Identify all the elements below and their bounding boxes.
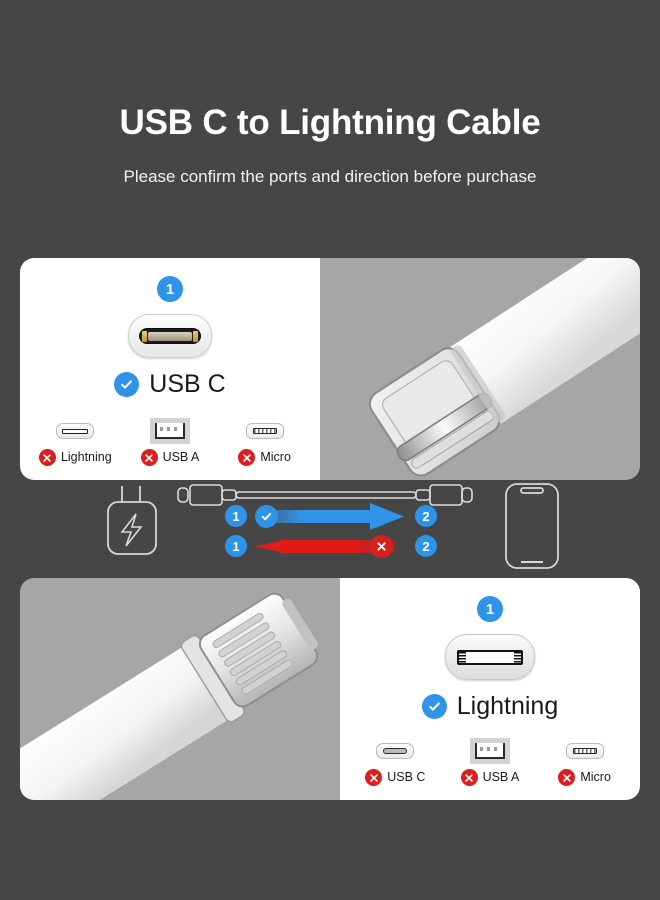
usb-c-correct-row: USB C	[114, 370, 226, 398]
check-icon	[114, 372, 140, 397]
row2-left-badge: 1	[225, 535, 247, 557]
wrong-port-item: Micro	[218, 418, 312, 466]
wrong-port-item: USB A	[123, 418, 217, 466]
usb-c-wrong-ports: Lightning USB A Micro	[28, 418, 312, 466]
direction-diagram: 1 2 1 2	[0, 480, 660, 578]
row1-left-badge: 1	[225, 505, 247, 527]
lightning-port-icon	[56, 423, 95, 439]
header: USB C to Lightning Cable Please confirm …	[0, 0, 660, 187]
lightning-correct-row: Lightning	[421, 692, 559, 720]
usb-c-port-icon	[376, 743, 415, 759]
lightning-port-stack: 1 Lightning	[340, 596, 640, 719]
page-title: USB C to Lightning Cable	[119, 103, 541, 142]
check-icon	[255, 505, 278, 528]
usb-c-port-stack: 1 USB C	[20, 276, 320, 397]
x-icon	[238, 449, 256, 466]
wrong-port-label: Lightning	[60, 450, 112, 465]
micro-usb-port-icon	[245, 423, 284, 439]
wrong-port-item: USB C	[348, 738, 442, 786]
wrong-port-label: USB A	[162, 450, 200, 465]
x-icon	[558, 769, 576, 786]
arrow-forward-correct	[258, 503, 404, 530]
lightning-label: Lightning	[456, 692, 559, 720]
lightning-port-icon	[445, 634, 535, 680]
panel-lightning: 1 Lightning	[20, 578, 640, 800]
lightning-wrong-ports: USB C USB A Micro	[348, 738, 632, 786]
x-icon	[140, 449, 158, 466]
wrong-port-label: Micro	[260, 450, 291, 465]
wrong-port-label: USB C	[387, 770, 426, 785]
smartphone-icon	[505, 483, 559, 569]
usb-a-port-icon	[149, 418, 190, 444]
step-badge-bottom: 1	[477, 596, 503, 622]
step-badge-top: 1	[157, 276, 183, 302]
row1-right-badge: 2	[415, 505, 437, 527]
lightning-connector-photo	[20, 578, 340, 800]
row2-right-badge: 2	[415, 535, 437, 557]
usb-c-label: USB C	[149, 370, 226, 398]
usb-c-to-lightning-cable-icon	[177, 484, 473, 506]
wrong-port-label: USB A	[482, 770, 520, 785]
x-icon	[38, 449, 56, 466]
page-subtitle: Please confirm the ports and direction b…	[123, 166, 537, 186]
usb-a-port-icon	[469, 738, 510, 764]
x-icon	[365, 769, 383, 786]
micro-usb-port-icon	[565, 743, 604, 759]
arrow-backward-wrong	[254, 539, 398, 554]
usb-c-port-pane: 1 USB C Lig	[20, 258, 320, 480]
x-icon	[460, 769, 478, 786]
wrong-port-item: Micro	[538, 738, 632, 786]
panel-usb-c: 1 USB C Lig	[20, 258, 640, 480]
check-icon	[421, 694, 447, 719]
x-icon	[370, 535, 393, 558]
power-adapter-icon	[107, 486, 157, 555]
wrong-port-item: USB A	[443, 738, 537, 786]
lightning-port-pane: 1 Lightning	[340, 578, 640, 800]
wrong-port-label: Micro	[580, 770, 611, 785]
usb-c-port-icon	[128, 314, 212, 358]
usb-c-connector-photo	[320, 258, 640, 480]
wrong-port-item: Lightning	[28, 418, 122, 466]
